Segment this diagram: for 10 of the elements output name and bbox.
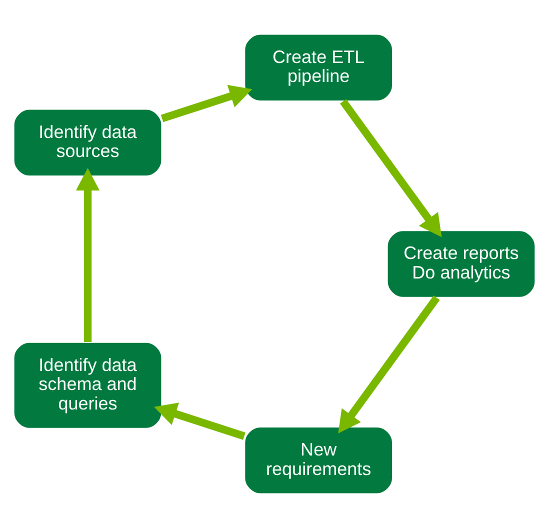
arrow xyxy=(154,402,246,440)
node-box: Identify data sources xyxy=(13,108,162,176)
arrow xyxy=(340,98,442,237)
node-box: Create reports Do analytics xyxy=(386,229,536,298)
node-box: New requirements xyxy=(244,426,394,494)
arrow xyxy=(338,294,440,433)
arrow xyxy=(160,84,252,122)
node-box: Identify data schema and queries xyxy=(13,341,162,429)
node-box: Create ETL pipeline xyxy=(244,33,394,102)
arrow xyxy=(76,167,100,342)
